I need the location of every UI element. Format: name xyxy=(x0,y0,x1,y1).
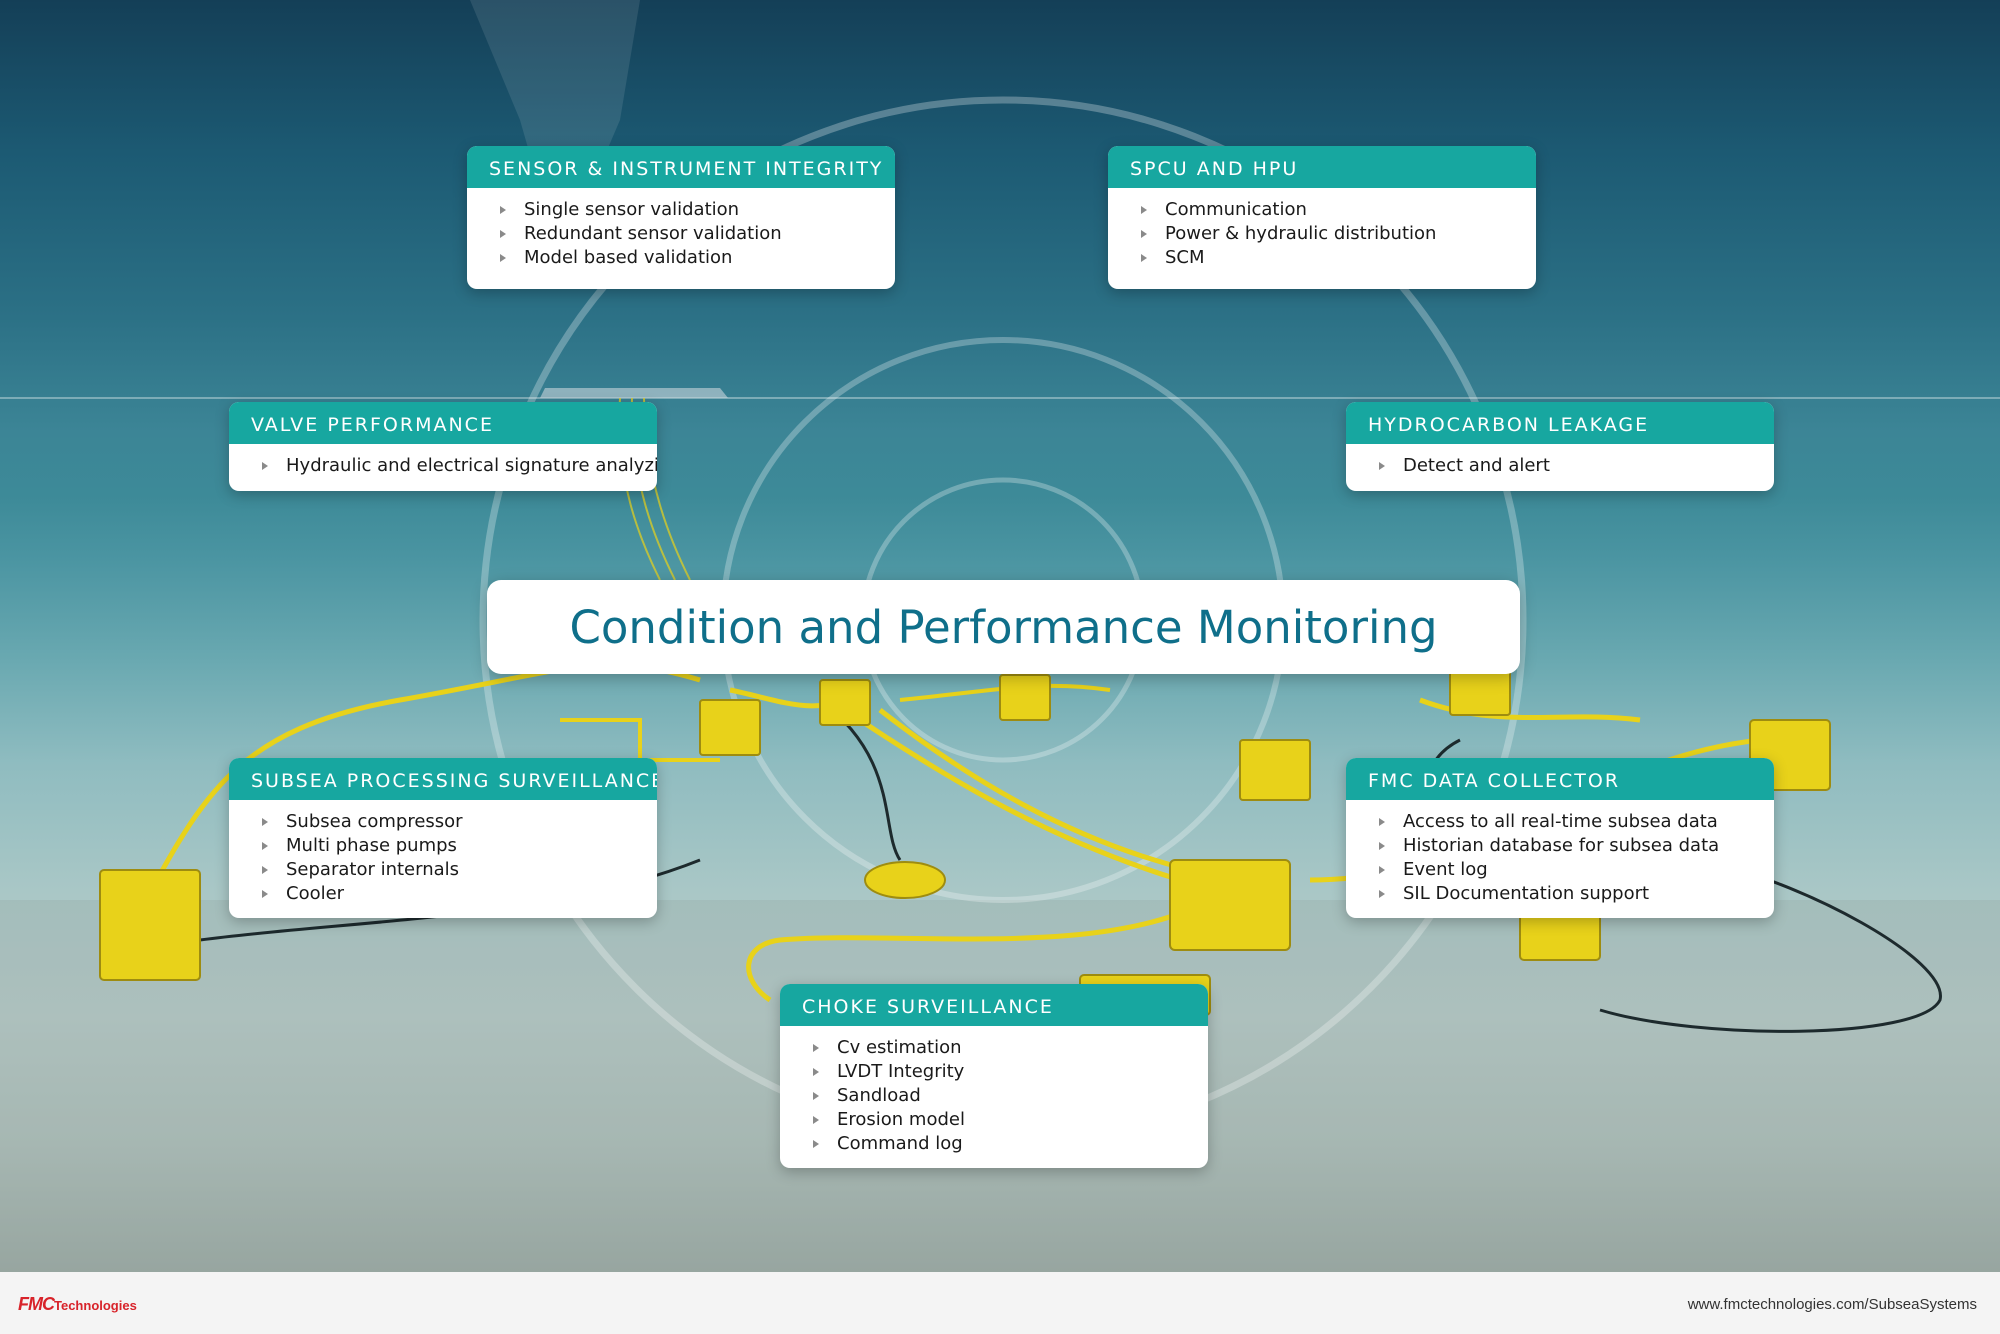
card-subsea-processing-surveillance: Subsea processing surveillance Subsea co… xyxy=(229,758,657,918)
card-header: SPCU and HPU xyxy=(1108,146,1536,188)
list-item: Erosion model xyxy=(780,1108,1208,1132)
footer: FMCTechnologies www.fmctechnologies.com/… xyxy=(0,1272,2000,1334)
list-item: Communication xyxy=(1108,198,1536,222)
card-header: Sensor & instrument integrity xyxy=(467,146,895,188)
list-item: Subsea compressor xyxy=(229,810,657,834)
list-item: Sandload xyxy=(780,1084,1208,1108)
card-spcu-hpu: SPCU and HPU Communication Power & hydra… xyxy=(1108,146,1536,289)
vessel-icon xyxy=(540,388,728,398)
logo-fmc-text: FMC xyxy=(18,1294,55,1314)
list-item: Multi phase pumps xyxy=(229,834,657,858)
list-item: SCM xyxy=(1108,246,1536,270)
list-item: Redundant sensor validation xyxy=(467,222,895,246)
list-item: Access to all real-time subsea data xyxy=(1346,810,1774,834)
list-item: Power & hydraulic distribution xyxy=(1108,222,1536,246)
list-item: LVDT Integrity xyxy=(780,1060,1208,1084)
card-choke-surveillance: Choke surveillance Cv estimation LVDT In… xyxy=(780,984,1208,1168)
subsea-scene: Sensor & instrument integrity Single sen… xyxy=(0,0,2000,1272)
logo-technologies-text: Technologies xyxy=(54,1298,137,1313)
card-sensor-instrument-integrity: Sensor & instrument integrity Single sen… xyxy=(467,146,895,289)
list-item: Model based validation xyxy=(467,246,895,270)
card-header: Subsea processing surveillance xyxy=(229,758,657,800)
list-item: Separator internals xyxy=(229,858,657,882)
subsea-module-icon xyxy=(99,869,201,981)
card-header: Choke surveillance xyxy=(780,984,1208,1026)
list-item: Historian database for subsea data xyxy=(1346,834,1774,858)
list-item: Event log xyxy=(1346,858,1774,882)
list-item: Detect and alert xyxy=(1346,454,1774,478)
card-header: FMC Data Collector xyxy=(1346,758,1774,800)
list-item: Hydraulic and electrical signature analy… xyxy=(229,454,657,478)
list-item: Command log xyxy=(780,1132,1208,1156)
card-hydrocarbon-leakage: Hydrocarbon leakage Detect and alert xyxy=(1346,402,1774,491)
list-item: Single sensor validation xyxy=(467,198,895,222)
list-item: Cooler xyxy=(229,882,657,906)
list-item: SIL Documentation support xyxy=(1346,882,1774,906)
website-url: www.fmctechnologies.com/SubseaSystems xyxy=(1687,1296,1977,1313)
card-header: Valve performance xyxy=(229,402,657,444)
manifold-icon xyxy=(1169,859,1291,951)
fmc-logo: FMCTechnologies xyxy=(18,1294,137,1314)
list-item: Cv estimation xyxy=(780,1036,1208,1060)
card-header: Hydrocarbon leakage xyxy=(1346,402,1774,444)
card-valve-performance: Valve performance Hydraulic and electric… xyxy=(229,402,657,491)
main-title: Condition and Performance Monitoring xyxy=(487,580,1520,674)
card-fmc-data-collector: FMC Data Collector Access to all real-ti… xyxy=(1346,758,1774,918)
